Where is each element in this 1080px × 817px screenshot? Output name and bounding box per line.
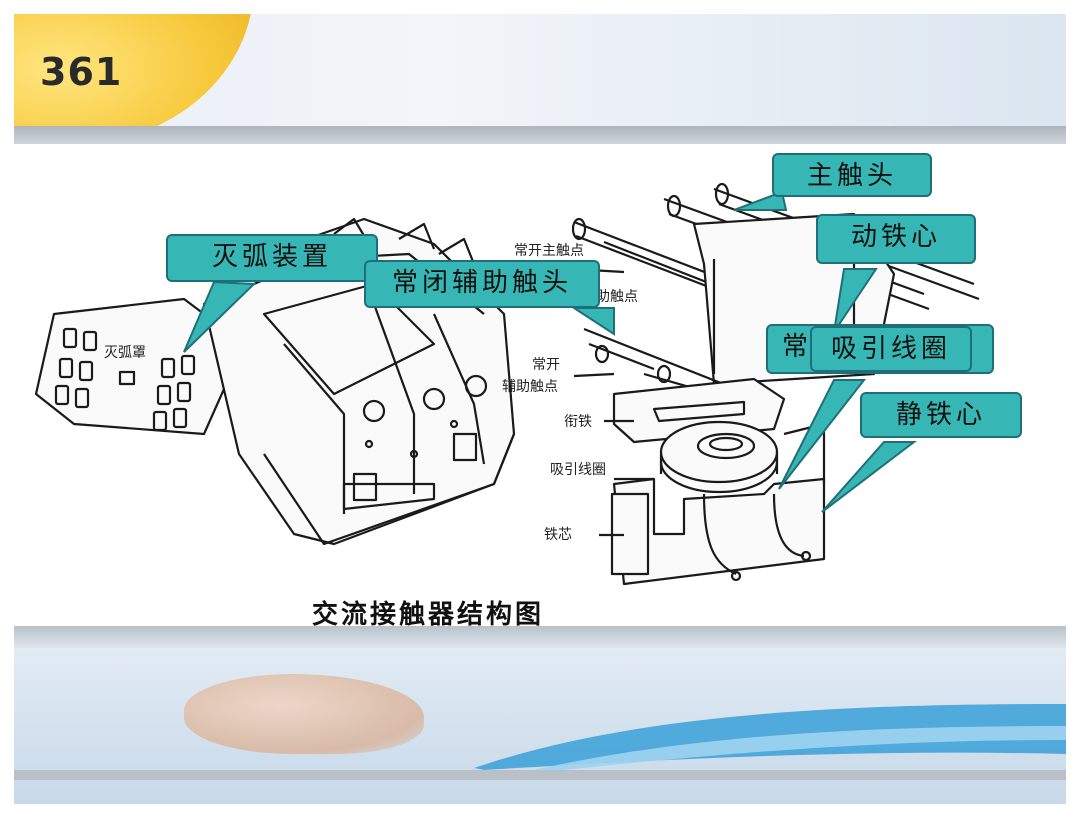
slide-number: 361: [40, 50, 123, 94]
callout-pointer: [183, 280, 257, 353]
callout-pointer: [833, 268, 878, 333]
callout-static-core: 静铁心: [860, 392, 1022, 438]
callout-pointer: [778, 379, 867, 490]
label-coil: 吸引线圈: [550, 462, 606, 478]
label-armature: 衔铁: [564, 414, 592, 430]
label-core: 铁芯: [544, 527, 572, 543]
callout-nc-aux-contact: 常闭辅助触头: [364, 260, 600, 308]
header-stripe: [14, 126, 1066, 144]
callout-pointer: [821, 441, 917, 513]
label-arc-hood: 灭弧罩: [104, 345, 146, 361]
callout-arc-device: 灭弧装置: [166, 234, 378, 282]
label-no-aux-2: 辅助触点: [502, 379, 558, 395]
label-no-aux-1: 常开: [532, 357, 560, 373]
callout-pointer: [733, 190, 788, 211]
callout-moving-core: 动铁心: [816, 214, 976, 264]
callout-pointer: [570, 307, 615, 336]
footer-swoosh: [474, 704, 1066, 771]
label-no-main-contact: 常开主触点: [514, 243, 584, 259]
footer-bottom-stripe: [14, 770, 1066, 780]
handshake-image: [184, 674, 424, 754]
callout-main-contact: 主触头: [772, 153, 932, 197]
callout-attract-coil: 吸引线圈: [810, 326, 972, 372]
footer-top-stripe: [14, 626, 1066, 648]
label-aux-contact-partial: 助触点: [596, 289, 638, 305]
diagram-caption: 交流接触器结构图: [312, 600, 545, 630]
slide: 361: [14, 14, 1066, 804]
leader-line: [573, 372, 615, 378]
